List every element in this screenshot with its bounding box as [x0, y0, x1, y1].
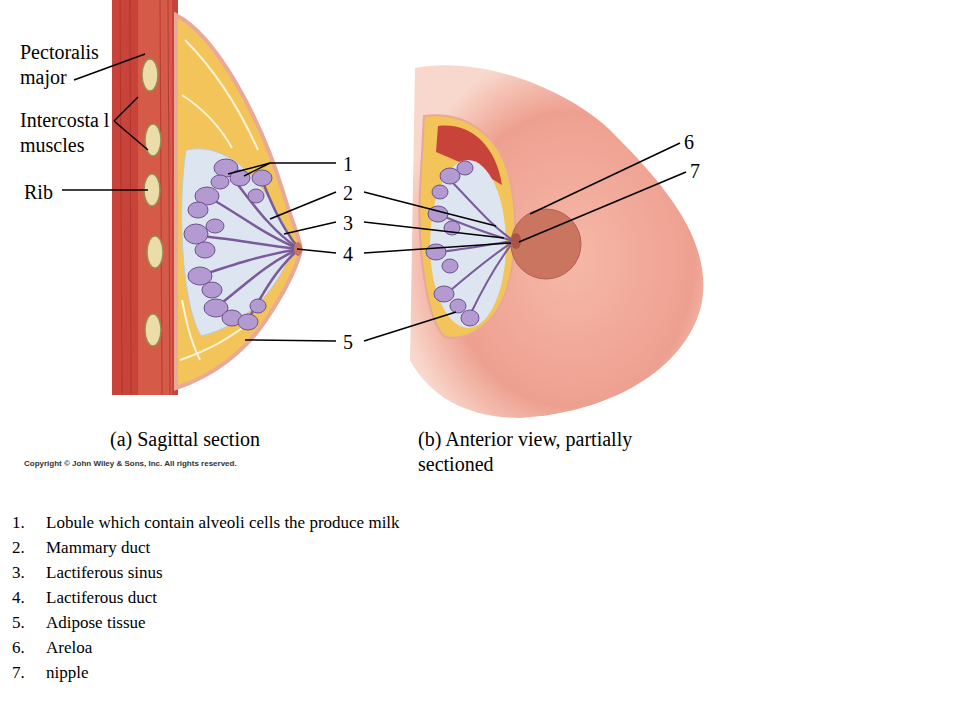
list-number: 5. — [12, 612, 25, 633]
callout-number: 3 — [343, 211, 353, 236]
part-label: Intercosta l muscles — [20, 108, 120, 158]
callout-number: 7 — [690, 159, 700, 184]
sagittal-section — [112, 0, 302, 395]
list-item: Lactiferous sinus — [46, 562, 163, 583]
copyright-notice: Copyright © John Wiley & Sons, Inc. All … — [24, 459, 237, 469]
list-item: Lactiferous duct — [46, 587, 157, 608]
part-label: Rib — [24, 180, 53, 205]
callout-number: 2 — [343, 181, 353, 206]
list-item: Lobule which contain alveoli cells the p… — [46, 512, 400, 533]
anterior-view — [410, 65, 703, 418]
list-item: Adipose tissue — [46, 612, 146, 633]
list-item: Mammary duct — [46, 537, 150, 558]
list-number: 4. — [12, 587, 25, 608]
figure-caption: (a) Sagittal section — [110, 427, 260, 452]
list-number: 1. — [12, 512, 25, 533]
list-number: 3. — [12, 562, 25, 583]
list-number: 7. — [12, 662, 25, 683]
list-item: nipple — [46, 662, 89, 683]
list-number: 2. — [12, 537, 25, 558]
figure-caption: (b) Anterior view, partially sectioned — [418, 427, 698, 477]
callout-number: 1 — [343, 152, 353, 177]
list-item: Areloa — [46, 637, 92, 658]
callout-number: 4 — [343, 242, 353, 267]
leader-lines — [62, 54, 686, 341]
list-number: 6. — [12, 637, 25, 658]
part-label: Pectoralis major — [20, 40, 130, 90]
callout-number: 6 — [684, 130, 694, 155]
callout-number: 5 — [343, 330, 353, 355]
